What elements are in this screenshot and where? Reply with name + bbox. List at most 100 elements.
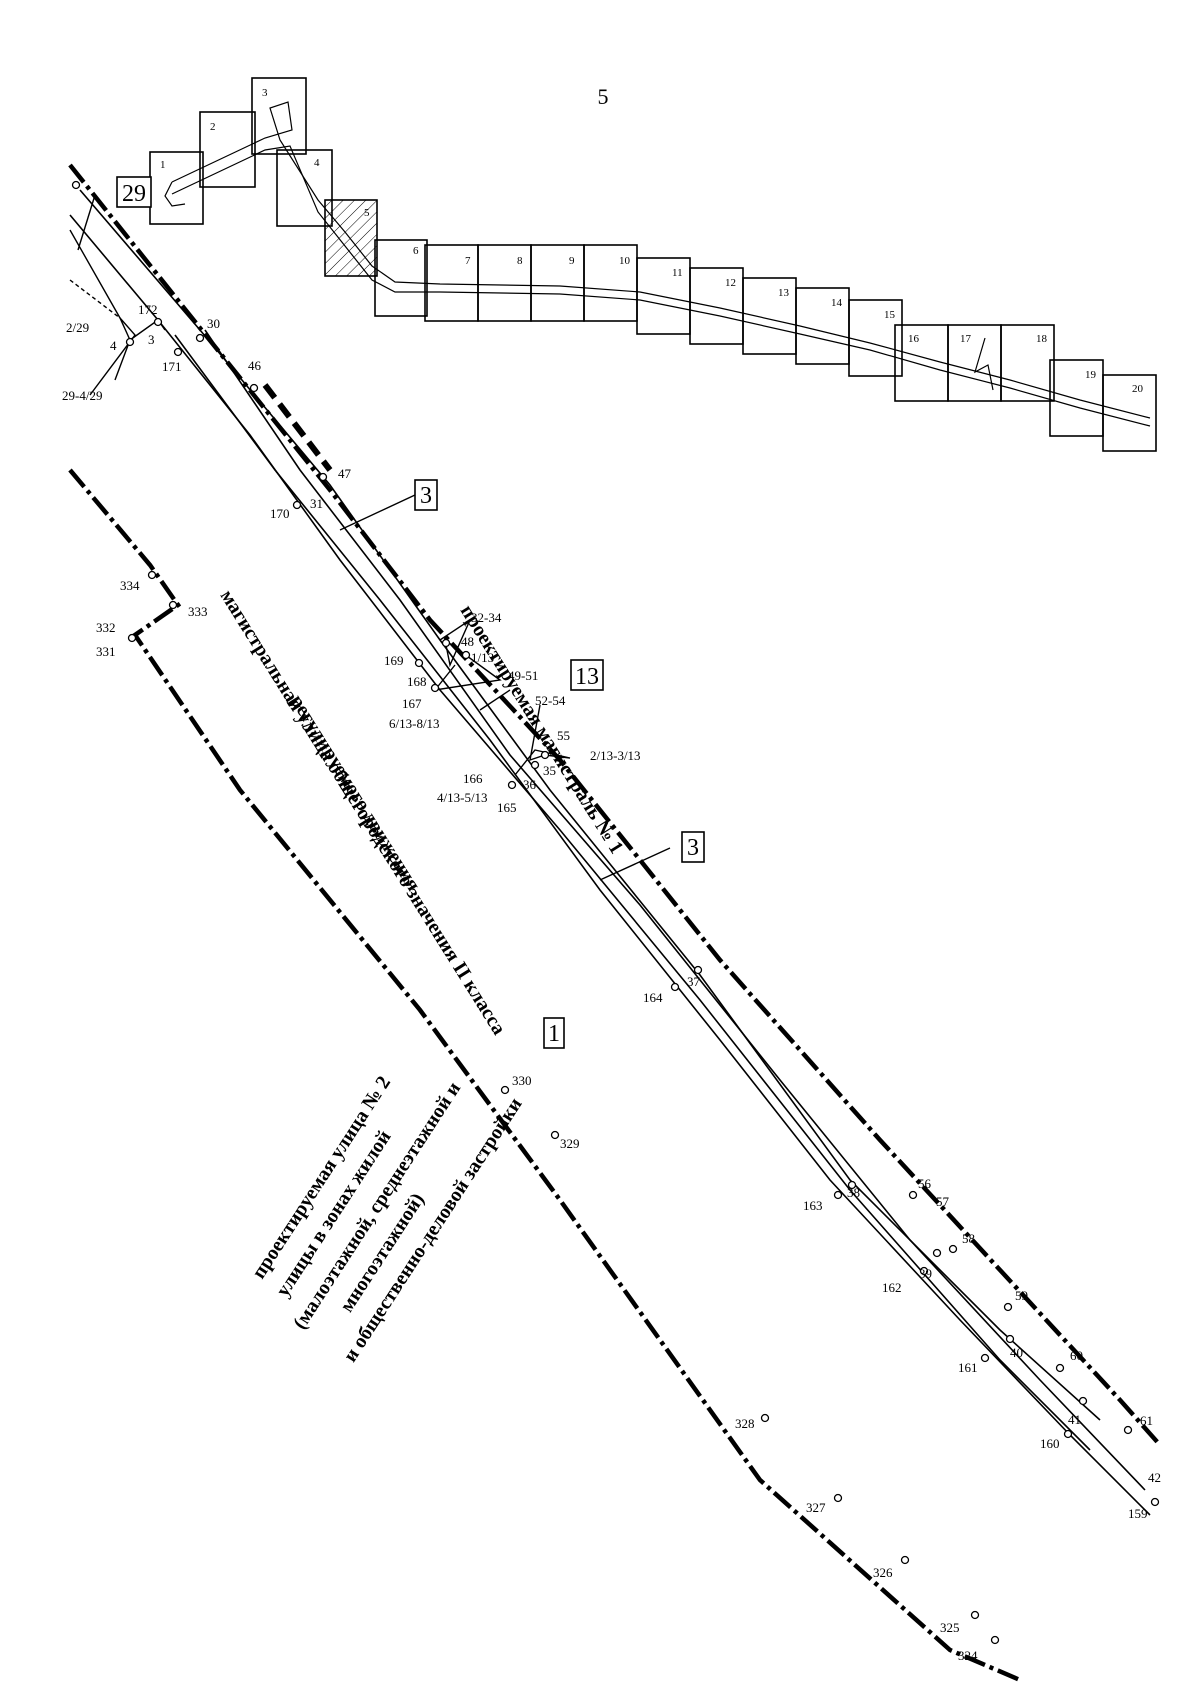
boundary-lines <box>68 163 1162 1683</box>
point-label: 328 <box>735 1416 755 1431</box>
sheet-3 <box>251 77 307 155</box>
point-label: 49-51 <box>508 668 538 683</box>
sheet-16 <box>894 324 949 402</box>
sheet-8 <box>477 244 532 322</box>
sheet-label: 10 <box>619 255 631 267</box>
point-label: 163 <box>803 1198 823 1213</box>
point-label: 29-4/29 <box>62 388 102 403</box>
point-label: 47 <box>338 466 352 481</box>
point-labels: 30 46 47 31 170 171 172 3 4 2/29 29-4/29… <box>62 302 1161 1663</box>
point-label: 2/13-3/13 <box>590 748 641 763</box>
point-label: 324 <box>958 1648 978 1663</box>
point-label: 31 <box>310 496 323 511</box>
point-label: 60 <box>1070 1348 1083 1363</box>
point-label: 325 <box>940 1620 960 1635</box>
point-label: 58 <box>962 1231 975 1246</box>
point-label: 329 <box>560 1136 580 1151</box>
point-label: 37 <box>687 974 701 989</box>
point-label: 30 <box>207 316 220 331</box>
callouts: 29 3 13 3 1 <box>116 176 705 1049</box>
point-label: 164 <box>643 990 663 1005</box>
point-label: 332 <box>96 620 116 635</box>
point-label: 162 <box>882 1280 902 1295</box>
point-label: 36 <box>523 777 537 792</box>
callout-1: 1 <box>548 1021 560 1047</box>
point-label: 168 <box>407 674 427 689</box>
sheet-6 <box>374 239 428 317</box>
sheet-4 <box>276 149 333 227</box>
point-label: 171 <box>162 359 182 374</box>
boundary-inner-4 <box>204 329 1146 1491</box>
point-label: 6/13-8/13 <box>389 716 440 731</box>
sheet-label: 11 <box>672 267 683 279</box>
boundary-inner-1 <box>79 189 1101 1421</box>
survey-points <box>71 180 1160 1645</box>
sheet-label: 16 <box>908 333 920 345</box>
sheet-label: 5 <box>364 207 370 219</box>
page-number: 5 <box>598 84 609 109</box>
sheet-label: 18 <box>1036 333 1048 345</box>
point-label: 327 <box>806 1500 826 1515</box>
point-label: 330 <box>512 1073 532 1088</box>
point-label: 333 <box>188 604 208 619</box>
point-label: 167 <box>402 696 422 711</box>
point-label: 2/29 <box>66 320 89 335</box>
sheet-label: 13 <box>778 287 790 299</box>
sheet-label: 17 <box>960 333 972 345</box>
point-label: 159 <box>1128 1506 1148 1521</box>
point-label: 48 <box>461 634 474 649</box>
point-label: 35 <box>543 763 556 778</box>
callout-3: 3 <box>420 483 432 509</box>
point-label: 326 <box>873 1565 893 1580</box>
sheet-9 <box>530 244 585 322</box>
red-line-street2 <box>68 468 1021 1683</box>
sheet-label: 12 <box>725 277 736 289</box>
point-label: 42 <box>1148 1470 1161 1485</box>
point-label: 169 <box>384 653 404 668</box>
sheet-label: 6 <box>413 245 419 257</box>
point-label: 61 <box>1140 1413 1153 1428</box>
callout-13: 13 <box>575 664 599 690</box>
point-label: 166 <box>463 771 483 786</box>
sheet-label: 9 <box>569 255 575 267</box>
sheet-18 <box>1000 324 1055 402</box>
point-label: 334 <box>120 578 140 593</box>
point-label: 4 <box>110 338 117 353</box>
point-label: 40 <box>1010 1345 1023 1360</box>
boundary-inner-3 <box>174 334 1151 1516</box>
point-label: 161 <box>958 1360 978 1375</box>
callout-29: 29 <box>122 181 146 207</box>
sheet-label: 20 <box>1132 383 1144 395</box>
point-label: 331 <box>96 644 116 659</box>
sheet-label: 14 <box>831 297 843 309</box>
point-label: 160 <box>1040 1436 1060 1451</box>
point-label: 38 <box>847 1185 860 1200</box>
sheet-label: 7 <box>465 255 471 267</box>
callout-3: 3 <box>687 835 699 861</box>
street2-label: проектируемая улица № 2 улицы в зонах жи… <box>248 1072 527 1366</box>
sheet-label: 4 <box>314 157 320 169</box>
point-label: 4/13-5/13 <box>437 790 488 805</box>
sheet-1 <box>149 151 204 225</box>
sheet-numbers: 1 2 3 4 5 6 7 8 9 10 11 12 13 14 15 16 1… <box>160 87 1144 395</box>
sheet-label: 19 <box>1085 369 1097 381</box>
red-line-main <box>68 163 1162 1447</box>
point-label: 46 <box>248 358 262 373</box>
point-label: 32-34 <box>471 610 502 625</box>
point-label: 41 <box>1068 1412 1081 1427</box>
point-label: 165 <box>497 800 517 815</box>
point-label: 52-54 <box>535 693 566 708</box>
point-label: 57 <box>936 1194 950 1209</box>
sheet-2 <box>199 111 256 188</box>
sheet-label: 15 <box>884 309 896 321</box>
sheet-label: 8 <box>517 255 523 267</box>
sheet-label: 2 <box>210 121 216 133</box>
sheet-label: 1 <box>160 159 166 171</box>
point-label: 3 <box>148 332 155 347</box>
point-label: 172 <box>138 302 158 317</box>
point-label: 1/13 <box>471 650 494 665</box>
dashed-segment <box>262 383 333 472</box>
sheet-label: 3 <box>262 87 268 99</box>
sheet-index <box>149 77 1157 452</box>
